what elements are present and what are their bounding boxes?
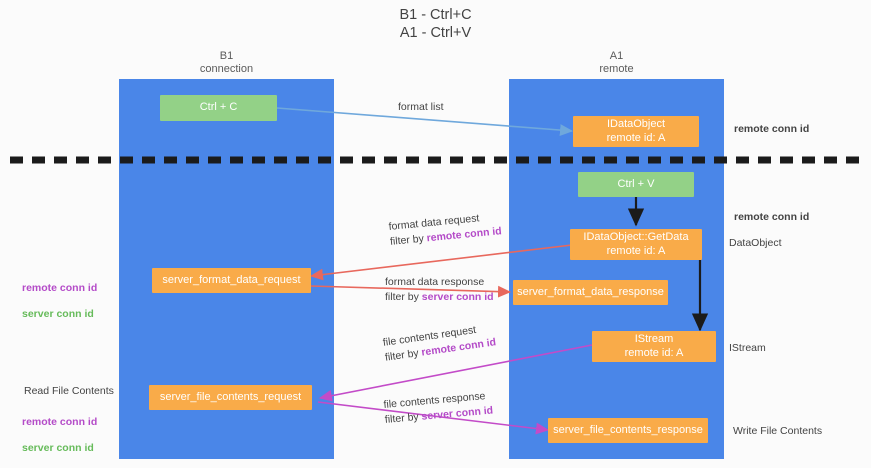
node-ctrl-c[interactable]: Ctrl + C — [160, 95, 277, 121]
node-getdata-sublabel: remote id: A — [606, 244, 666, 257]
node-idataobject[interactable]: IDataObject remote id: A — [573, 116, 699, 147]
node-server-format-data-response-label: server_format_data_response — [517, 285, 664, 298]
annotation-left-conn-ids-mid: remote conn id server conn id — [22, 269, 97, 334]
page-title: B1 - Ctrl+C A1 - Ctrl+V — [399, 7, 472, 41]
annotation-read-file-contents: Read File Contents — [24, 385, 114, 397]
lane-header-left: B1 connection — [199, 50, 254, 75]
arrow-format-list — [276, 107, 574, 136]
edge-label-format-list: format list — [398, 100, 444, 115]
node-idataobject-label: IDataObject — [606, 118, 666, 130]
edge-prefix-2: filter by — [385, 291, 422, 303]
node-getdata-label: IDataObject::GetData — [583, 231, 689, 243]
annotation-remote-conn-id-mid: remote conn id — [734, 211, 810, 223]
node-server-file-contents-response[interactable]: server_file_contents_response — [548, 418, 708, 443]
node-ctrl-c-label: Ctrl + C — [199, 101, 238, 114]
edge-accent-2: server conn id — [421, 291, 494, 303]
node-server-format-data-request[interactable]: server_format_data_request — [152, 268, 311, 293]
node-server-format-data-response[interactable]: server_format_data_response — [513, 280, 668, 305]
edge-label-format-list-line1: format list — [398, 101, 444, 113]
arrow-file-contents-response — [317, 401, 550, 435]
node-ctrl-v[interactable]: Ctrl + V — [578, 172, 694, 197]
edge-label-format-data-response: format data response filter by server co… — [385, 275, 494, 305]
node-getdata[interactable]: IDataObject::GetData remote id: A — [570, 229, 702, 260]
annotation-istream: IStream — [729, 342, 766, 354]
edge-prefix-3: filter by — [384, 346, 423, 364]
node-idataobject-sublabel: remote id: A — [606, 131, 666, 144]
node-server-file-contents-response-label: server_file_contents_response — [553, 423, 703, 436]
annotation-left-server-conn-id-bottom: server conn id — [22, 442, 94, 454]
arrow-file-contents-request — [318, 344, 593, 402]
arrow-format-data-response — [310, 285, 512, 298]
node-istream[interactable]: IStream remote id: A — [592, 331, 716, 362]
annotation-left-remote-conn-id-bottom: remote conn id — [22, 416, 98, 428]
annotation-left-remote-conn-id-mid: remote conn id — [22, 282, 98, 294]
edge-label-format-data-response-line1: format data response — [385, 276, 485, 288]
annotation-write-file-contents: Write File Contents — [733, 425, 823, 437]
node-server-file-contents-request-label: server_file_contents_request — [159, 390, 302, 403]
annotation-dataobject: DataObject — [729, 237, 782, 249]
node-server-file-contents-request[interactable]: server_file_contents_request — [149, 385, 312, 410]
edge-prefix-4: filter by — [384, 410, 423, 426]
node-istream-sublabel: remote id: A — [624, 346, 684, 359]
node-istream-label: IStream — [634, 333, 674, 345]
node-ctrl-v-label: Ctrl + V — [617, 177, 655, 190]
edge-label-format-data-response-line2: filter by server conn id — [385, 290, 494, 305]
annotation-left-server-conn-id-mid: server conn id — [22, 308, 94, 320]
arrow-format-data-request — [309, 244, 573, 281]
annotation-remote-conn-id-top: remote conn id — [734, 123, 810, 135]
lane-header-right: A1 remote — [599, 50, 634, 75]
node-server-format-data-request-label: server_format_data_request — [162, 273, 301, 286]
edge-prefix-1: filter by — [389, 232, 428, 248]
annotation-left-conn-ids-bottom: remote conn id server conn id — [22, 403, 97, 468]
